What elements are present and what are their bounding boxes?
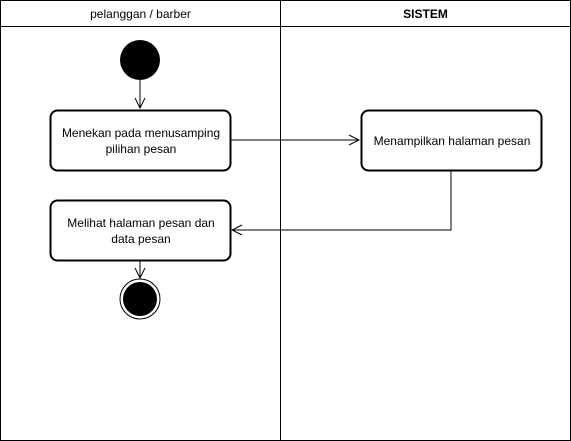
swimlane-title-pelanggan: pelanggan / barber (90, 7, 191, 21)
action-node-2 (360, 109, 543, 172)
action-node-1 (49, 109, 232, 172)
final-node (119, 278, 161, 320)
swimlane-title-sistem: SISTEM (403, 7, 448, 21)
edge-action-2-to-action-3 (232, 171, 452, 230)
initial-node (120, 40, 160, 80)
action-node-3 (49, 199, 232, 262)
swimlane-sistem: SISTEM (280, 0, 571, 441)
